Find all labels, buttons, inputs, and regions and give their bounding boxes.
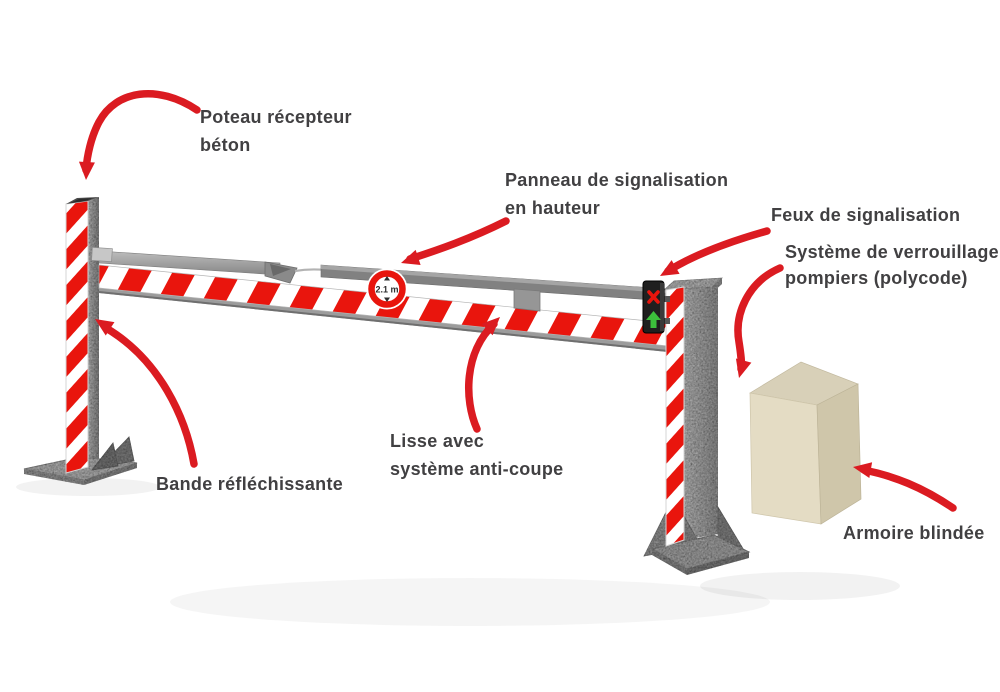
traffic-light-bracket xyxy=(660,318,670,324)
breakaway-latch-shadow xyxy=(270,264,291,276)
left-post-base-edge xyxy=(24,469,84,485)
arrow-to-traffic-light xyxy=(660,227,771,276)
label-traffic-light: Feux de signalisation xyxy=(771,201,960,229)
arrow-to-reflective-band xyxy=(95,319,198,468)
lisse-bottom-edge xyxy=(98,291,669,352)
arrow-to-height-sign xyxy=(401,217,510,266)
left-post-reflective-face xyxy=(65,200,89,474)
label-line: système anti-coupe xyxy=(390,459,564,479)
traffic-light-bracket xyxy=(660,296,670,302)
height-limit-sign: 2.1 m xyxy=(366,268,408,310)
label-line: Panneau de signalisation xyxy=(505,170,729,190)
beam-connector-plate xyxy=(513,288,541,312)
receiver-post-right xyxy=(643,277,751,575)
ground-shadows xyxy=(16,478,900,626)
traffic-light-side xyxy=(660,283,664,331)
sign-red-ring xyxy=(368,270,406,308)
label-line: pompiers (polycode) xyxy=(785,268,968,288)
height-limit-sign-text: 2.1 m xyxy=(375,285,398,295)
arrow-to-cabinet xyxy=(853,462,957,512)
label-line: Poteau récepteur xyxy=(200,107,352,127)
left-post-gusset xyxy=(91,442,119,471)
armored-cabinet xyxy=(749,361,862,525)
label-line: Lisse avec xyxy=(390,431,485,451)
right-post-base-edge xyxy=(652,549,687,575)
receiver-post-left xyxy=(23,197,138,485)
rail-post-clamp xyxy=(91,246,113,263)
label-height-sign: Panneau de signalisation en hauteur xyxy=(505,166,728,222)
red-x-light-icon xyxy=(647,290,660,304)
label-line: Feux de signalisation xyxy=(771,205,961,225)
right-post-top-edge xyxy=(712,278,722,293)
label-line: Système de verrouillage xyxy=(785,242,999,262)
annotation-arrows xyxy=(78,89,957,512)
anti-cut-cable xyxy=(294,268,326,273)
top-rail-highlight xyxy=(321,265,668,293)
left-post-top-opening xyxy=(70,198,93,203)
green-arrow-light-icon xyxy=(646,311,661,328)
traffic-light xyxy=(642,280,670,334)
cabinet-side-face xyxy=(816,383,862,525)
arrow-to-lisse xyxy=(465,317,500,433)
label-lock-system: Système de verrouillage pompiers (polyco… xyxy=(785,239,999,291)
right-post-reflective-face xyxy=(665,286,685,547)
right-post-front-face xyxy=(684,284,718,540)
label-receiver-post: Poteau récepteur béton xyxy=(200,103,352,159)
label-reflective-band: Bande réfléchissante xyxy=(156,470,343,498)
arrow-to-receiver-post xyxy=(78,89,201,180)
right-post-base-edge2 xyxy=(687,552,749,575)
label-armored-cabinet: Armoire blindée xyxy=(843,519,985,547)
left-post-side-face xyxy=(88,197,99,467)
label-line: Bande réfléchissante xyxy=(156,474,344,494)
label-line: Armoire blindée xyxy=(843,523,985,543)
label-line: béton xyxy=(200,135,251,155)
label-line: en hauteur xyxy=(505,198,601,218)
cabinet-front-face xyxy=(749,392,822,525)
label-lisse: Lisse avec système anti-coupe xyxy=(390,427,563,483)
sign-upper-arrow xyxy=(384,276,390,281)
left-post-base-edge2 xyxy=(84,463,137,485)
arrow-to-lock-system xyxy=(734,264,784,378)
sign-lower-arrow xyxy=(384,297,390,302)
